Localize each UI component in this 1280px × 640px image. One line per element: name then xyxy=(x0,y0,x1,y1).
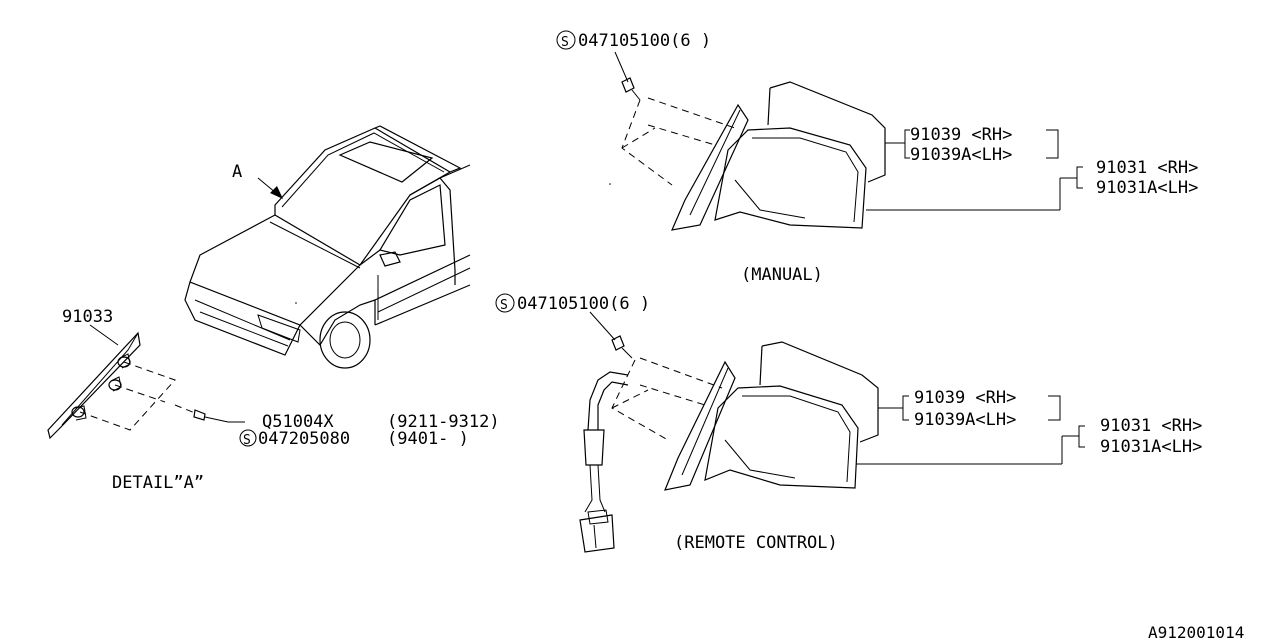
manual-glass-rh: 91039 <RH> xyxy=(910,125,1012,145)
detail-a-screw-1-range: (9211-9312) xyxy=(387,412,500,432)
manual-callout-lines xyxy=(866,129,1083,211)
remote-glass-lh: 91039A<LH> xyxy=(914,410,1016,430)
manual-glass-lh: 91039A<LH> xyxy=(910,145,1012,165)
detail-a-bracket xyxy=(47,324,176,440)
detail-a-screw-1-part: Q51004X xyxy=(262,412,334,432)
s-symbol-icon xyxy=(239,429,257,447)
detail-pointer-label: A xyxy=(232,162,242,182)
detail-a-screw-icon xyxy=(174,404,229,423)
manual-mirror-assembly xyxy=(621,81,886,231)
remote-callout-lines xyxy=(856,395,1085,465)
detail-a-screw-2-symbol: S xyxy=(243,433,251,448)
s-symbol-icon xyxy=(495,293,515,313)
manual-mirror-lh: 91031A<LH> xyxy=(1096,178,1198,198)
remote-glass-rh: 91039 <RH> xyxy=(914,388,1016,408)
remote-caption: (REMOTE CONTROL) xyxy=(674,533,838,553)
manual-screw-label: 047105100(6 ) xyxy=(578,31,711,51)
s-symbol-icon xyxy=(556,30,576,50)
remote-mirror-lh: 91031A<LH> xyxy=(1100,437,1202,457)
remote-screw-label: 047105100(6 ) xyxy=(517,294,650,314)
car-illustration xyxy=(184,125,471,369)
manual-mirror-rh: 91031 <RH> xyxy=(1096,158,1198,178)
manual-screw-symbol: S xyxy=(561,35,569,50)
remote-mirror-rh: 91031 <RH> xyxy=(1100,416,1202,436)
detail-a-caption: DETAIL”A” xyxy=(112,473,204,493)
manual-caption: (MANUAL) xyxy=(741,265,823,285)
manual-screw-icon xyxy=(614,51,641,101)
remote-mirror-assembly xyxy=(579,341,879,553)
diagram-code: A912001014 xyxy=(1148,623,1244,640)
detail-a-part-number: 91033 xyxy=(62,307,113,327)
detail-a-screw-2-part: 047205080 xyxy=(258,429,350,449)
remote-screw-symbol: S xyxy=(500,298,508,313)
remote-screw-icon xyxy=(589,311,633,359)
detail-a-screw-2-range: (9401- ) xyxy=(387,429,469,449)
